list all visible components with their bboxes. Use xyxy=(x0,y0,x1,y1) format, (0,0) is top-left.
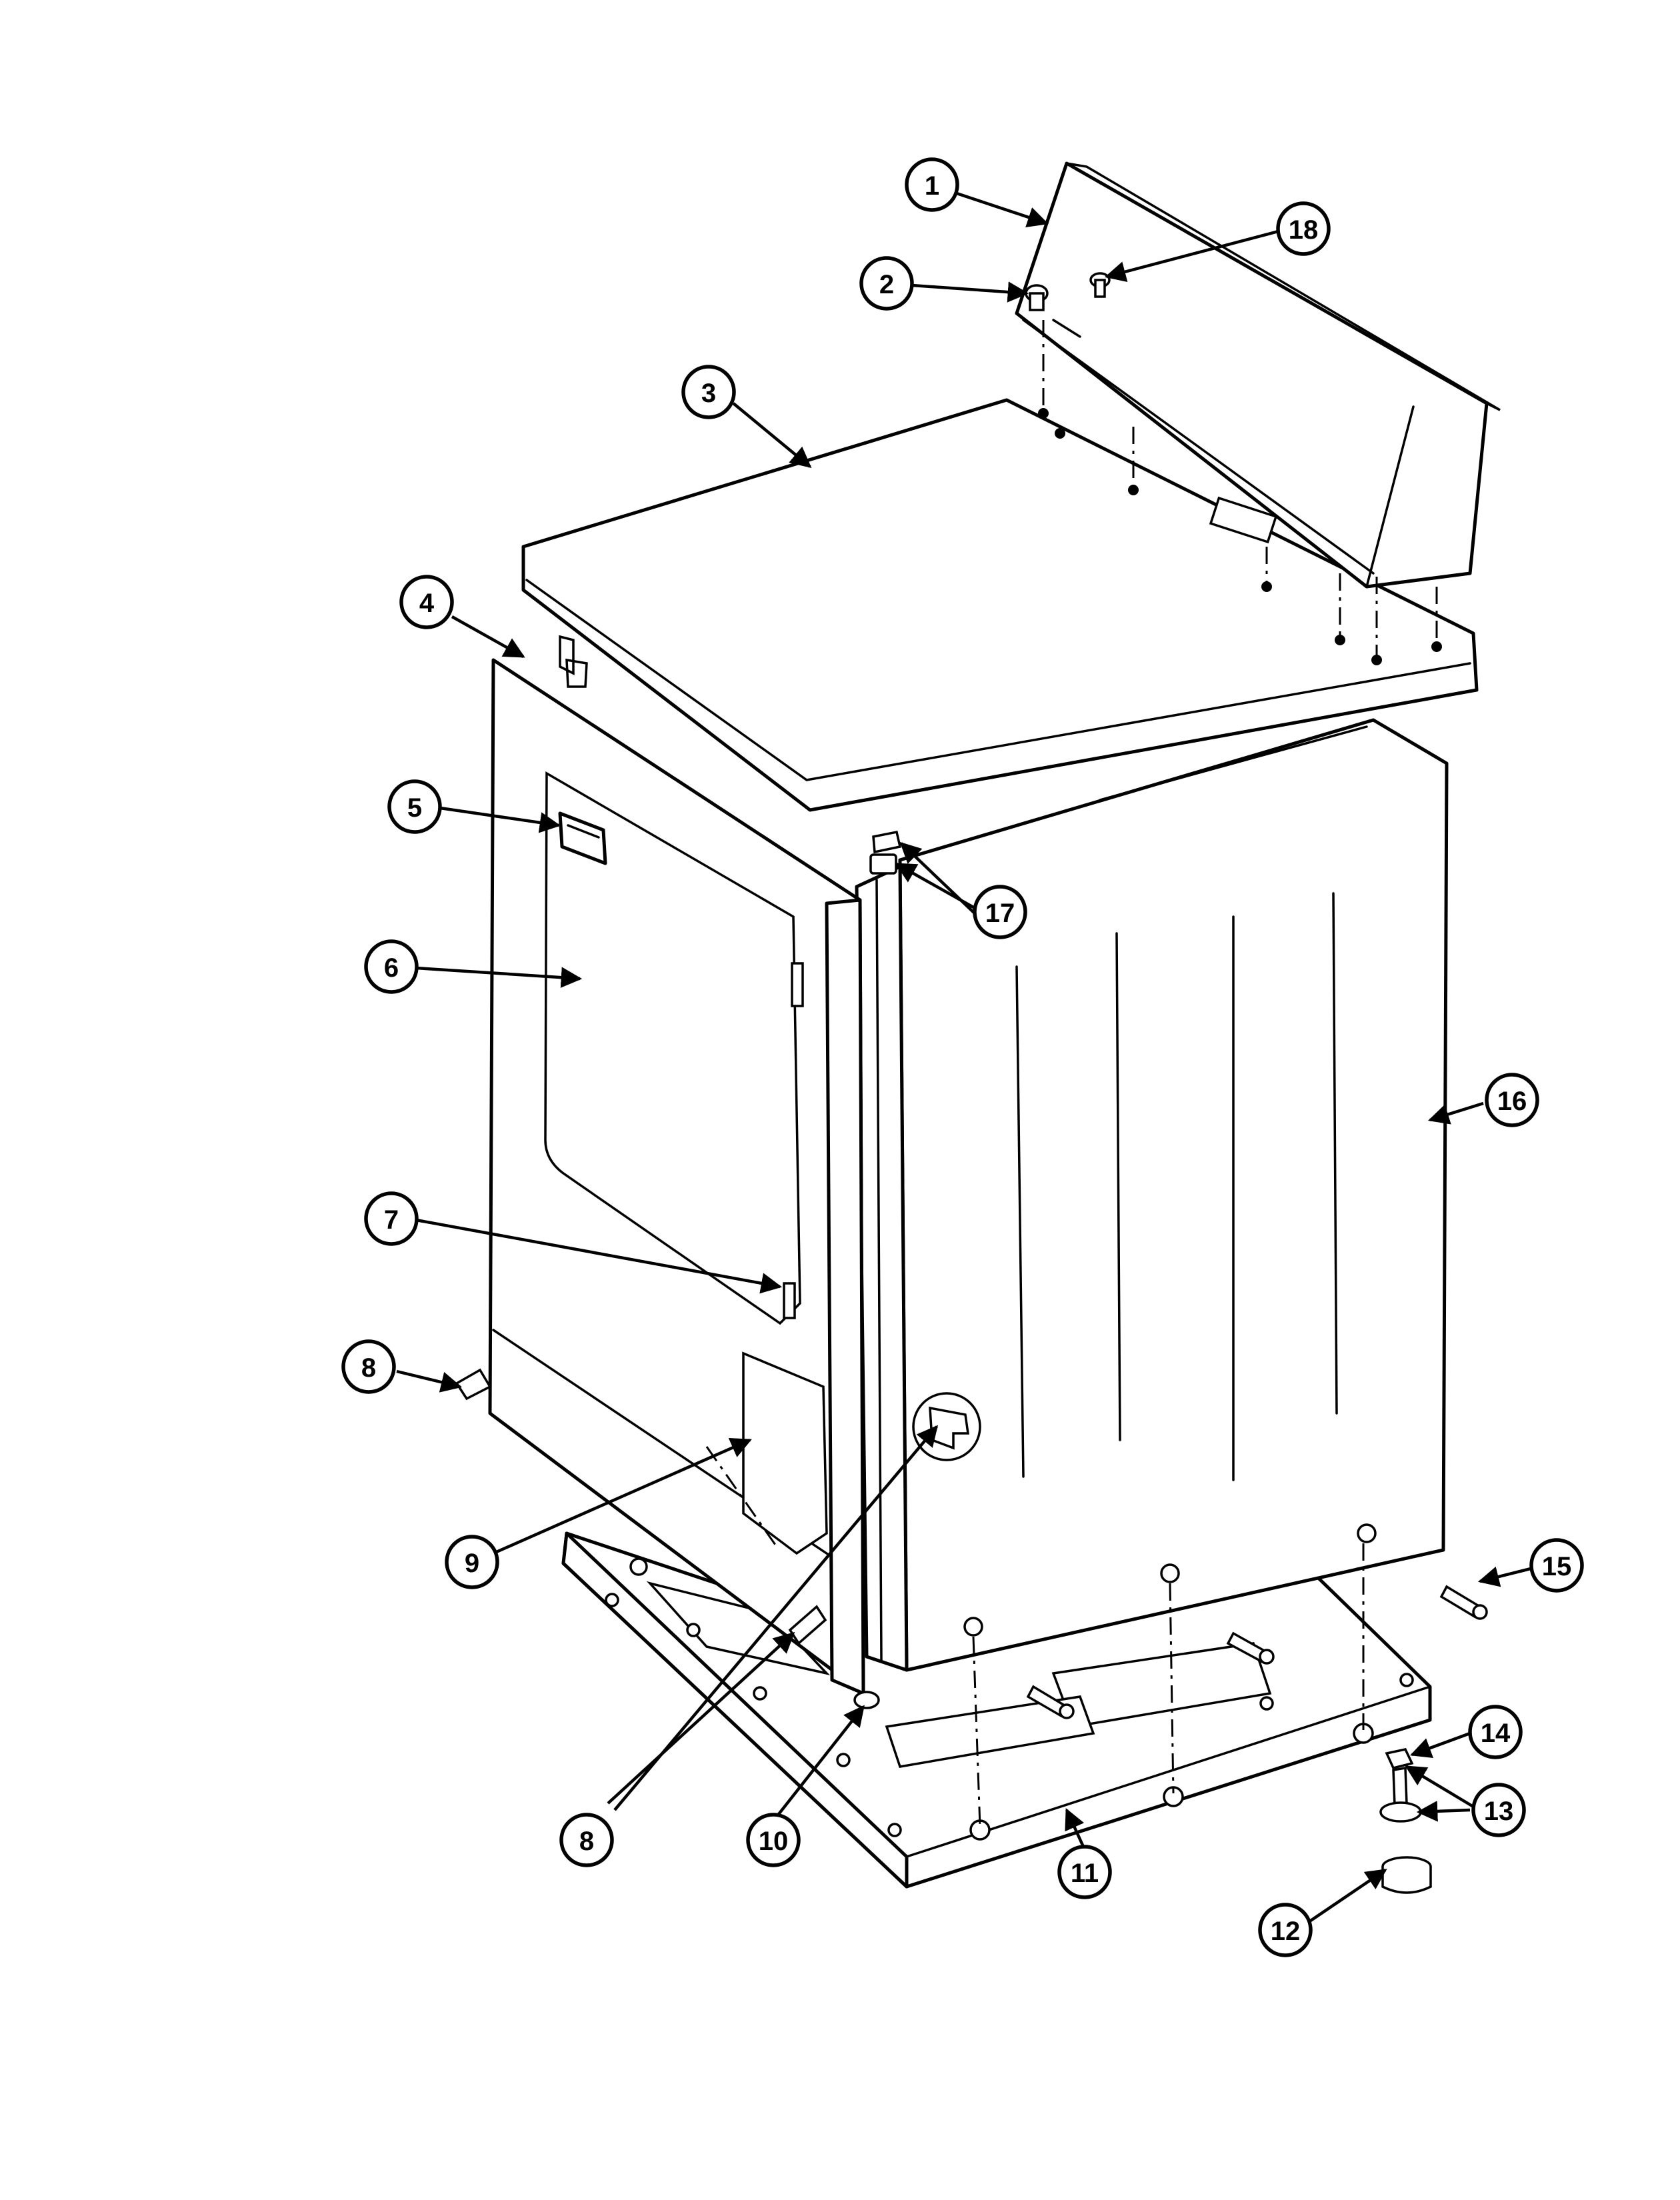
callout-5: 5 xyxy=(387,779,442,834)
svg-text:15: 15 xyxy=(1542,1552,1572,1581)
svg-text:13: 13 xyxy=(1484,1797,1514,1826)
callout-17: 17 xyxy=(973,885,1027,939)
svg-text:1: 1 xyxy=(925,171,939,201)
callout-10: 10 xyxy=(746,1813,801,1867)
svg-text:7: 7 xyxy=(384,1205,399,1235)
callout-9: 9 xyxy=(445,1535,499,1589)
callout-4: 4 xyxy=(399,575,454,629)
callout-11: 11 xyxy=(1057,1845,1112,1899)
callout-3: 3 xyxy=(681,365,736,419)
svg-text:4: 4 xyxy=(419,589,435,618)
callout-18: 18 xyxy=(1276,201,1331,256)
alignment-lines xyxy=(705,320,1438,1827)
svg-text:8: 8 xyxy=(361,1353,376,1383)
svg-text:6: 6 xyxy=(384,953,399,983)
svg-text:12: 12 xyxy=(1271,1917,1301,1946)
svg-text:16: 16 xyxy=(1497,1087,1527,1116)
callout-15: 15 xyxy=(1529,1538,1584,1593)
cabinet xyxy=(855,718,1449,1672)
svg-text:9: 9 xyxy=(465,1549,479,1578)
callout-2: 2 xyxy=(859,256,914,311)
callout-1: 1 xyxy=(905,157,959,212)
svg-text:3: 3 xyxy=(701,379,716,408)
top-panel xyxy=(521,398,1479,812)
callout-8-front: 8 xyxy=(559,1813,614,1867)
hardware xyxy=(455,272,1488,1894)
callout-14: 14 xyxy=(1468,1705,1523,1759)
svg-text:14: 14 xyxy=(1481,1719,1511,1748)
svg-text:8: 8 xyxy=(579,1827,594,1856)
door-latch xyxy=(558,811,607,865)
svg-text:5: 5 xyxy=(407,793,422,823)
svg-text:11: 11 xyxy=(1071,1859,1099,1888)
callout-7: 7 xyxy=(364,1191,419,1246)
callout-8-left: 8 xyxy=(341,1339,396,1394)
svg-text:17: 17 xyxy=(985,899,1015,928)
svg-text:18: 18 xyxy=(1289,215,1319,245)
door-window xyxy=(544,771,828,1555)
callout-12: 12 xyxy=(1258,1903,1313,1957)
svg-text:2: 2 xyxy=(879,270,894,299)
callout-6: 6 xyxy=(364,939,419,994)
callouts: 1 2 3 4 5 6 7 8 9 8 10 11 12 13 14 15 16… xyxy=(341,157,1584,1957)
leader-lines xyxy=(396,191,1534,1925)
svg-text:10: 10 xyxy=(759,1827,789,1856)
callout-13: 13 xyxy=(1471,1783,1526,1837)
callout-16: 16 xyxy=(1485,1073,1539,1127)
